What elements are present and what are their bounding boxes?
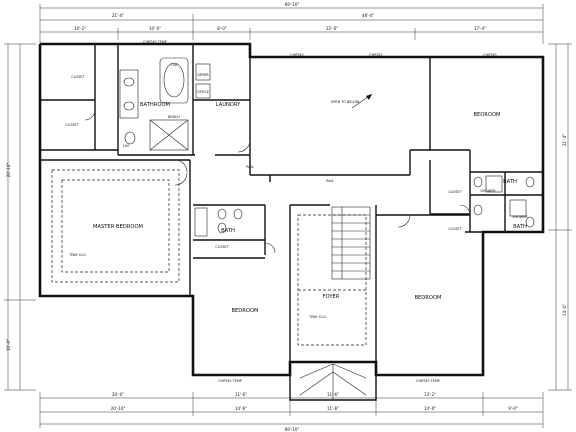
rail-label-1: RAIL: [246, 165, 254, 169]
room-label-bedroom-sw: BEDROOM: [231, 308, 258, 314]
window-label-5: CHRT45 TEMP: [218, 379, 242, 383]
closet-label-5: CLOSET: [448, 227, 462, 231]
interior-walls: [40, 44, 543, 362]
bathroom-fixtures: [119, 57, 535, 237]
room-label-bathroom: BATHROOM: [140, 102, 170, 108]
dim-bottom-seg-2: 14'-6": [235, 406, 247, 411]
window-label-4: CHRT45: [483, 53, 496, 57]
bottom-dimensions: 20'-0" 11'-6" 11'-6" 13'-2" 20'-10" 14'-…: [39, 392, 544, 432]
dim-overall-top: 69'-10": [285, 2, 300, 7]
dim-left-upper: 20'-10": [6, 163, 11, 178]
room-label-master-bedroom: MASTER BEDROOM: [93, 224, 143, 230]
staircase: [331, 206, 371, 280]
tray-label-foyer: TRAY CLG.: [308, 315, 326, 319]
closet-label-2: CLOSET: [65, 123, 79, 127]
right-dimensions: 21'-4" 14'-0": [548, 43, 572, 391]
dim-top-seg-5: 17'-4": [474, 26, 486, 31]
room-label-bath-1: BATH: [221, 228, 235, 234]
room-label-bath-2: BATH: [503, 179, 517, 185]
dim-top-seg-3: 8'-0": [217, 26, 227, 31]
dim-bottom-seg-1: 20'-10": [111, 406, 126, 411]
dim-row2-seg-4: 13'-2": [424, 392, 436, 397]
dim-bottom-seg-3: 11'-6": [327, 406, 339, 411]
arrow-head-icon: [366, 94, 372, 100]
closet-label-3: CLOSET: [215, 245, 229, 249]
dim-overall-bottom: 69'-10": [285, 427, 300, 432]
dim-right-upper: 21'-4": [562, 134, 567, 146]
room-label-bedroom-se: BEDROOM: [414, 295, 441, 301]
left-dimensions: 20'-10" 10'-0": [4, 43, 36, 391]
dim-row2-seg-2: 11'-6": [235, 392, 247, 397]
dim-top-seg-1: 10'-2": [74, 26, 86, 31]
window-label-3: CHRT45: [369, 53, 382, 57]
door-swings: [84, 109, 471, 254]
dim-top-seg-2: 10'-0": [149, 26, 161, 31]
dim-left-lower: 10'-0": [6, 339, 11, 351]
dim-row2-seg-1: 20'-0": [112, 392, 124, 397]
tub-label: TUB: [170, 63, 179, 67]
dim-top-right: 48'-4": [362, 13, 374, 18]
room-label-open-to-below: OPEN TO BELOW: [331, 100, 360, 104]
top-dimensions: 69'-10" 21'-4" 48'-4" 10'-2" 10'-0" 8'-0…: [39, 2, 544, 44]
dim-bottom-seg-4: 14'-0": [424, 406, 436, 411]
entry-porch: [289, 363, 377, 401]
room-label-bath-3: BATH: [513, 224, 527, 230]
tray-ceilings: [51, 169, 367, 346]
rail-label-2: RAIL: [326, 179, 334, 183]
closet-label-1: CLOSET: [71, 75, 85, 79]
tray-label-master: TRAY CLG.: [68, 253, 86, 257]
dim-top-seg-4: 22'-0": [326, 26, 338, 31]
closet-label-4: CLOSET: [448, 190, 462, 194]
shower-label-2: SHOWER: [512, 215, 528, 219]
room-labels: BATHROOM LAUNDRY MASTER BEDROOM BEDROOM …: [93, 100, 527, 314]
dryer-label: DRYER: [197, 73, 209, 77]
dim-bottom-seg-5: 9'-0": [508, 406, 518, 411]
office-label: OFFICE: [197, 90, 209, 94]
annotations: CLOSET CLOSET CLOSET CLOSET CLOSET TRAY …: [65, 40, 528, 383]
shower-label-1: SHOWER: [480, 189, 496, 193]
room-label-laundry: LAUNDRY: [216, 102, 242, 108]
linen-label: LIN: [123, 144, 129, 148]
bench-label: BENCH: [168, 115, 180, 119]
window-label-1: CHRT45 TEMP: [143, 40, 167, 44]
dim-right-lower: 14'-0": [562, 304, 567, 316]
room-label-bedroom-ne: BEDROOM: [473, 112, 500, 118]
dim-top-left: 21'-4": [112, 13, 124, 18]
window-label-6: CHRT45 TEMP: [416, 379, 440, 383]
window-label-2: CHRT45: [290, 53, 303, 57]
room-label-foyer: FOYER: [323, 294, 340, 300]
